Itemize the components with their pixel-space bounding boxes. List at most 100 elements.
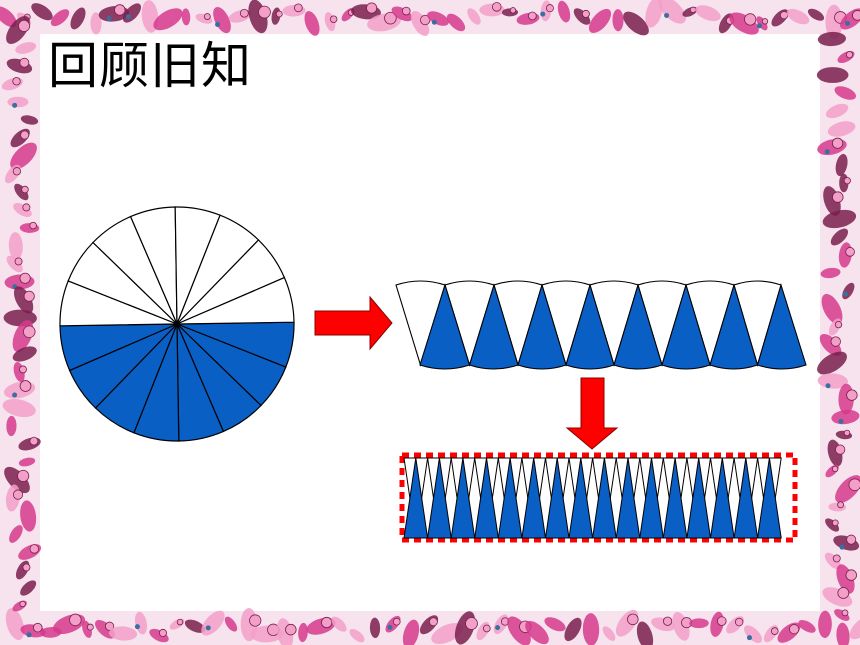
border-dot [664,12,670,18]
border-leaf [20,115,39,125]
border-leaf [467,8,481,25]
thin-blue-sector [427,457,452,539]
border-dot [756,23,762,29]
border-dot [134,624,140,630]
divided-circle [59,206,295,442]
border-dot [845,20,851,26]
border-dot [495,625,501,631]
border-leaf [825,518,840,532]
border-leaf [831,409,860,425]
border-leaf [822,209,857,229]
border-leaf [6,415,17,437]
border-flower [527,11,537,21]
border-flower [14,257,23,266]
border-leaf [2,398,36,418]
border-leaf [446,13,466,32]
border-flower [18,19,31,32]
border-flower [239,8,249,18]
border-flower [12,77,21,86]
border-dot [106,16,112,22]
border-flower [831,519,839,527]
border-leaf [402,619,420,645]
border-leaf [798,620,816,633]
border-leaf [836,622,850,645]
border-flower [509,7,517,14]
border-flower [104,621,115,631]
border-leaf [90,12,102,35]
border-leaf [298,622,308,643]
border-leaf [695,5,721,22]
border-leaf [835,153,848,177]
border-flower [627,613,639,626]
border-flower [734,617,744,627]
border-flower [158,628,167,637]
border-flower [716,616,727,626]
border-leaf [756,16,768,31]
border-leaf [507,616,531,645]
border-leaf [564,617,582,642]
dashed-outline-rectangle [399,452,798,543]
border-flower [29,436,39,446]
border-flower [789,624,800,635]
border-leaf [149,628,169,643]
border-flower [837,501,845,509]
border-leaf [0,6,17,28]
border-leaf [31,3,53,21]
border-flower [491,2,502,12]
border-flower [20,130,30,140]
border-flower [203,13,211,20]
border-flower [830,336,841,347]
border-leaf [588,8,612,33]
border-leaf [658,0,686,24]
border-dot [825,383,831,389]
border-flower [832,137,844,149]
border-flower [832,554,841,563]
slide-title: 回顾旧知 [48,37,252,95]
border-leaf [582,613,600,645]
border-flower [843,177,851,185]
border-flower [29,221,37,230]
border-leaf [15,42,37,54]
border-dot [842,291,848,297]
border-flower [845,51,854,59]
border-flower [831,465,839,473]
border-dot [125,14,131,20]
border-leaf [391,6,413,22]
border-leaf [369,617,381,639]
border-flower [401,6,411,16]
border-leaf [108,626,138,641]
border-flower [23,290,35,302]
border-leaf [573,8,591,25]
border-flower [17,469,30,482]
border-leaf [817,31,847,47]
border-leaf [786,8,810,25]
border-flower [761,18,769,25]
border-flower [744,13,757,26]
border-flower [834,321,843,329]
thin-blue-sector [615,457,641,539]
border-flower [465,617,478,630]
border-flower [86,623,94,631]
border-leaf [729,12,759,35]
border-leaf [349,628,365,643]
border-flower [293,3,303,13]
border-flower [329,15,338,23]
border-flower [321,616,333,629]
border-leaf [6,255,23,273]
right-arrow [314,295,393,351]
border-dot [26,632,32,638]
thin-blue-sector [757,457,782,539]
border-leaf [431,623,463,645]
border-leaf [817,373,848,389]
border-leaf [18,457,36,467]
border-leaf [825,103,849,119]
border-flower [19,365,27,374]
thin-blue-sector [686,457,712,539]
thin-blue-sector [639,457,664,539]
border-flower [835,444,846,455]
border-dot [838,418,844,424]
border-flower [841,609,849,617]
thin-blue-sector [544,457,570,539]
border-leaf [636,621,654,645]
